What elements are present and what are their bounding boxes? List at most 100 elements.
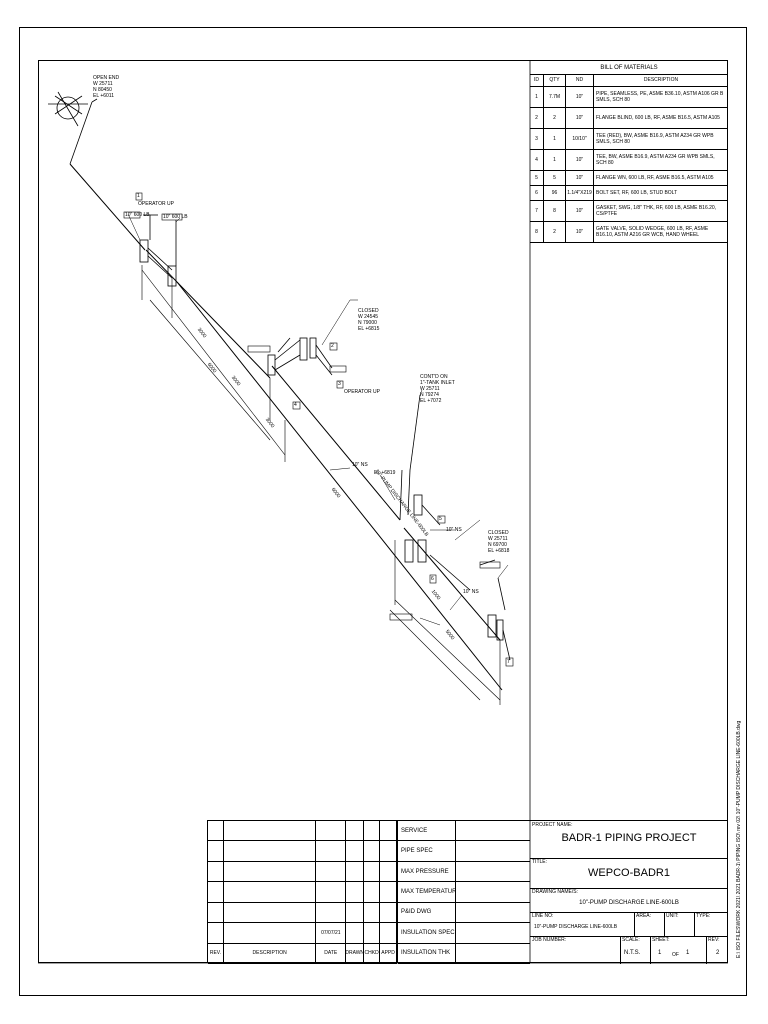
bom-cell: 7 xyxy=(530,201,544,221)
bom-cell: 1.1/4"X219 xyxy=(566,186,594,200)
bom-cell: 2 xyxy=(544,222,566,242)
revision-row xyxy=(208,902,397,924)
main-pipe-run xyxy=(69,163,503,691)
revision-cell xyxy=(346,902,365,923)
revision-cell xyxy=(208,923,224,943)
revision-cell xyxy=(346,821,365,841)
north-arrow-icon xyxy=(48,91,88,127)
revision-cell xyxy=(224,841,317,861)
revision-cell xyxy=(208,841,224,861)
scale-label: SCALE: xyxy=(622,937,640,943)
line-info-row: SERVICE xyxy=(398,821,530,842)
revision-cell xyxy=(316,841,347,861)
revision-cell xyxy=(364,821,381,841)
sheet-label: SHEET: xyxy=(652,937,670,943)
revision-cell xyxy=(346,882,365,902)
operator-up-label: OPERATOR UP xyxy=(344,389,380,395)
line-info-label: SERVICE xyxy=(398,821,456,841)
bom-cell: 4 xyxy=(530,150,544,170)
bom-header-cell: ID xyxy=(530,75,544,86)
line-info-label: INSULATION SPEC xyxy=(398,923,456,943)
bom-cell: 8 xyxy=(530,222,544,242)
line-info-row: INSULATION SPEC xyxy=(398,923,530,944)
bom-header-cell: ND xyxy=(566,75,594,86)
revision-cell xyxy=(380,861,397,882)
line-info-row: MAX TEMPERATURE xyxy=(398,882,530,903)
line-info-value xyxy=(456,841,530,860)
type-label: TYPE: xyxy=(696,913,711,919)
bom-cell: 10" xyxy=(566,171,594,185)
revision-cell xyxy=(316,902,347,923)
line-info-label: INSULATION THK xyxy=(398,943,456,963)
bom-cell: 10" xyxy=(566,222,594,242)
elevation-label: EL +6819 xyxy=(374,470,396,476)
line-info-label: MAX PRESSURE xyxy=(398,861,456,882)
revision-cell xyxy=(364,923,381,943)
revision-cell xyxy=(380,821,397,841)
revision-cell xyxy=(208,861,224,882)
bom-cell: TEE (RED), BW, ASME B16.9, ASTM A234 GR … xyxy=(596,133,714,145)
size-label: 10" NS xyxy=(352,462,368,468)
revision-cell xyxy=(346,861,365,882)
revision-cell: DRAWN xyxy=(345,943,365,963)
revision-row xyxy=(208,882,397,903)
revision-cell xyxy=(224,882,317,902)
tee-branch-icon xyxy=(399,394,471,591)
line-info-row: P&ID DWG xyxy=(398,902,530,924)
project-name: BADR-1 PIPING PROJECT xyxy=(561,832,697,844)
mark-label: 5 xyxy=(439,516,442,522)
size-label: 10" NS xyxy=(463,589,479,595)
tag-boxes xyxy=(123,211,501,621)
of-label: OF xyxy=(672,952,679,958)
revision-cell xyxy=(208,821,224,841)
line-info-value xyxy=(456,862,530,881)
line-no-label: LINE NO: xyxy=(532,913,554,919)
tag-label: 10" 600 LB xyxy=(125,212,150,218)
bom-cell: 10" xyxy=(566,150,594,170)
scale-value: N.T.S. xyxy=(624,950,641,956)
rev-value: 2 xyxy=(716,950,720,956)
bom-header-cell: QTY xyxy=(544,75,566,86)
revision-cell xyxy=(364,861,381,882)
line-info-row: PIPE SPEC xyxy=(398,841,530,862)
drawing-name-label: DRAWING NAME/S: xyxy=(532,889,578,895)
sheet-border xyxy=(19,27,747,996)
revision-cell xyxy=(364,841,381,861)
mark-label: 2 xyxy=(331,343,334,349)
bom-title: BILL OF MATERIALS xyxy=(530,62,728,75)
mark-label: 7 xyxy=(507,659,510,665)
project-label: PROJECT NAME: xyxy=(532,822,573,828)
revision-cell xyxy=(208,902,224,923)
revision-cell xyxy=(224,923,317,943)
mark-label: 1 xyxy=(137,193,140,199)
gate-valve-2-icon xyxy=(267,337,333,376)
bom-cell: FLANGE WN, 600 LB, RF, ASME B16.5, ASTM … xyxy=(596,175,714,181)
bom-cell: 1 xyxy=(530,87,544,107)
revision-row: 07/07/21 xyxy=(208,923,397,944)
leader-lines xyxy=(127,213,509,626)
revision-cell xyxy=(380,841,397,861)
file-path: E:\ ISO FILES\WORK 2021\ 2021 BADR-1\ PI… xyxy=(736,720,742,958)
bom-cell: BOLT SET, RF, 600 LB, STUD BOLT xyxy=(596,190,678,196)
revision-cell: DESCRIPTION xyxy=(224,943,317,963)
title-label: TITLE: xyxy=(532,859,548,865)
bom-cell: 6 xyxy=(530,186,544,200)
bom-cell: 5 xyxy=(530,171,544,185)
title-block: PROJECT NAME: BADR-1 PIPING PROJECT TITL… xyxy=(530,820,728,964)
size-label: 10" NS xyxy=(446,527,462,533)
mark-label: 3 xyxy=(338,381,341,387)
bom-cell: 2 xyxy=(530,108,544,128)
line-info-value xyxy=(456,944,530,963)
